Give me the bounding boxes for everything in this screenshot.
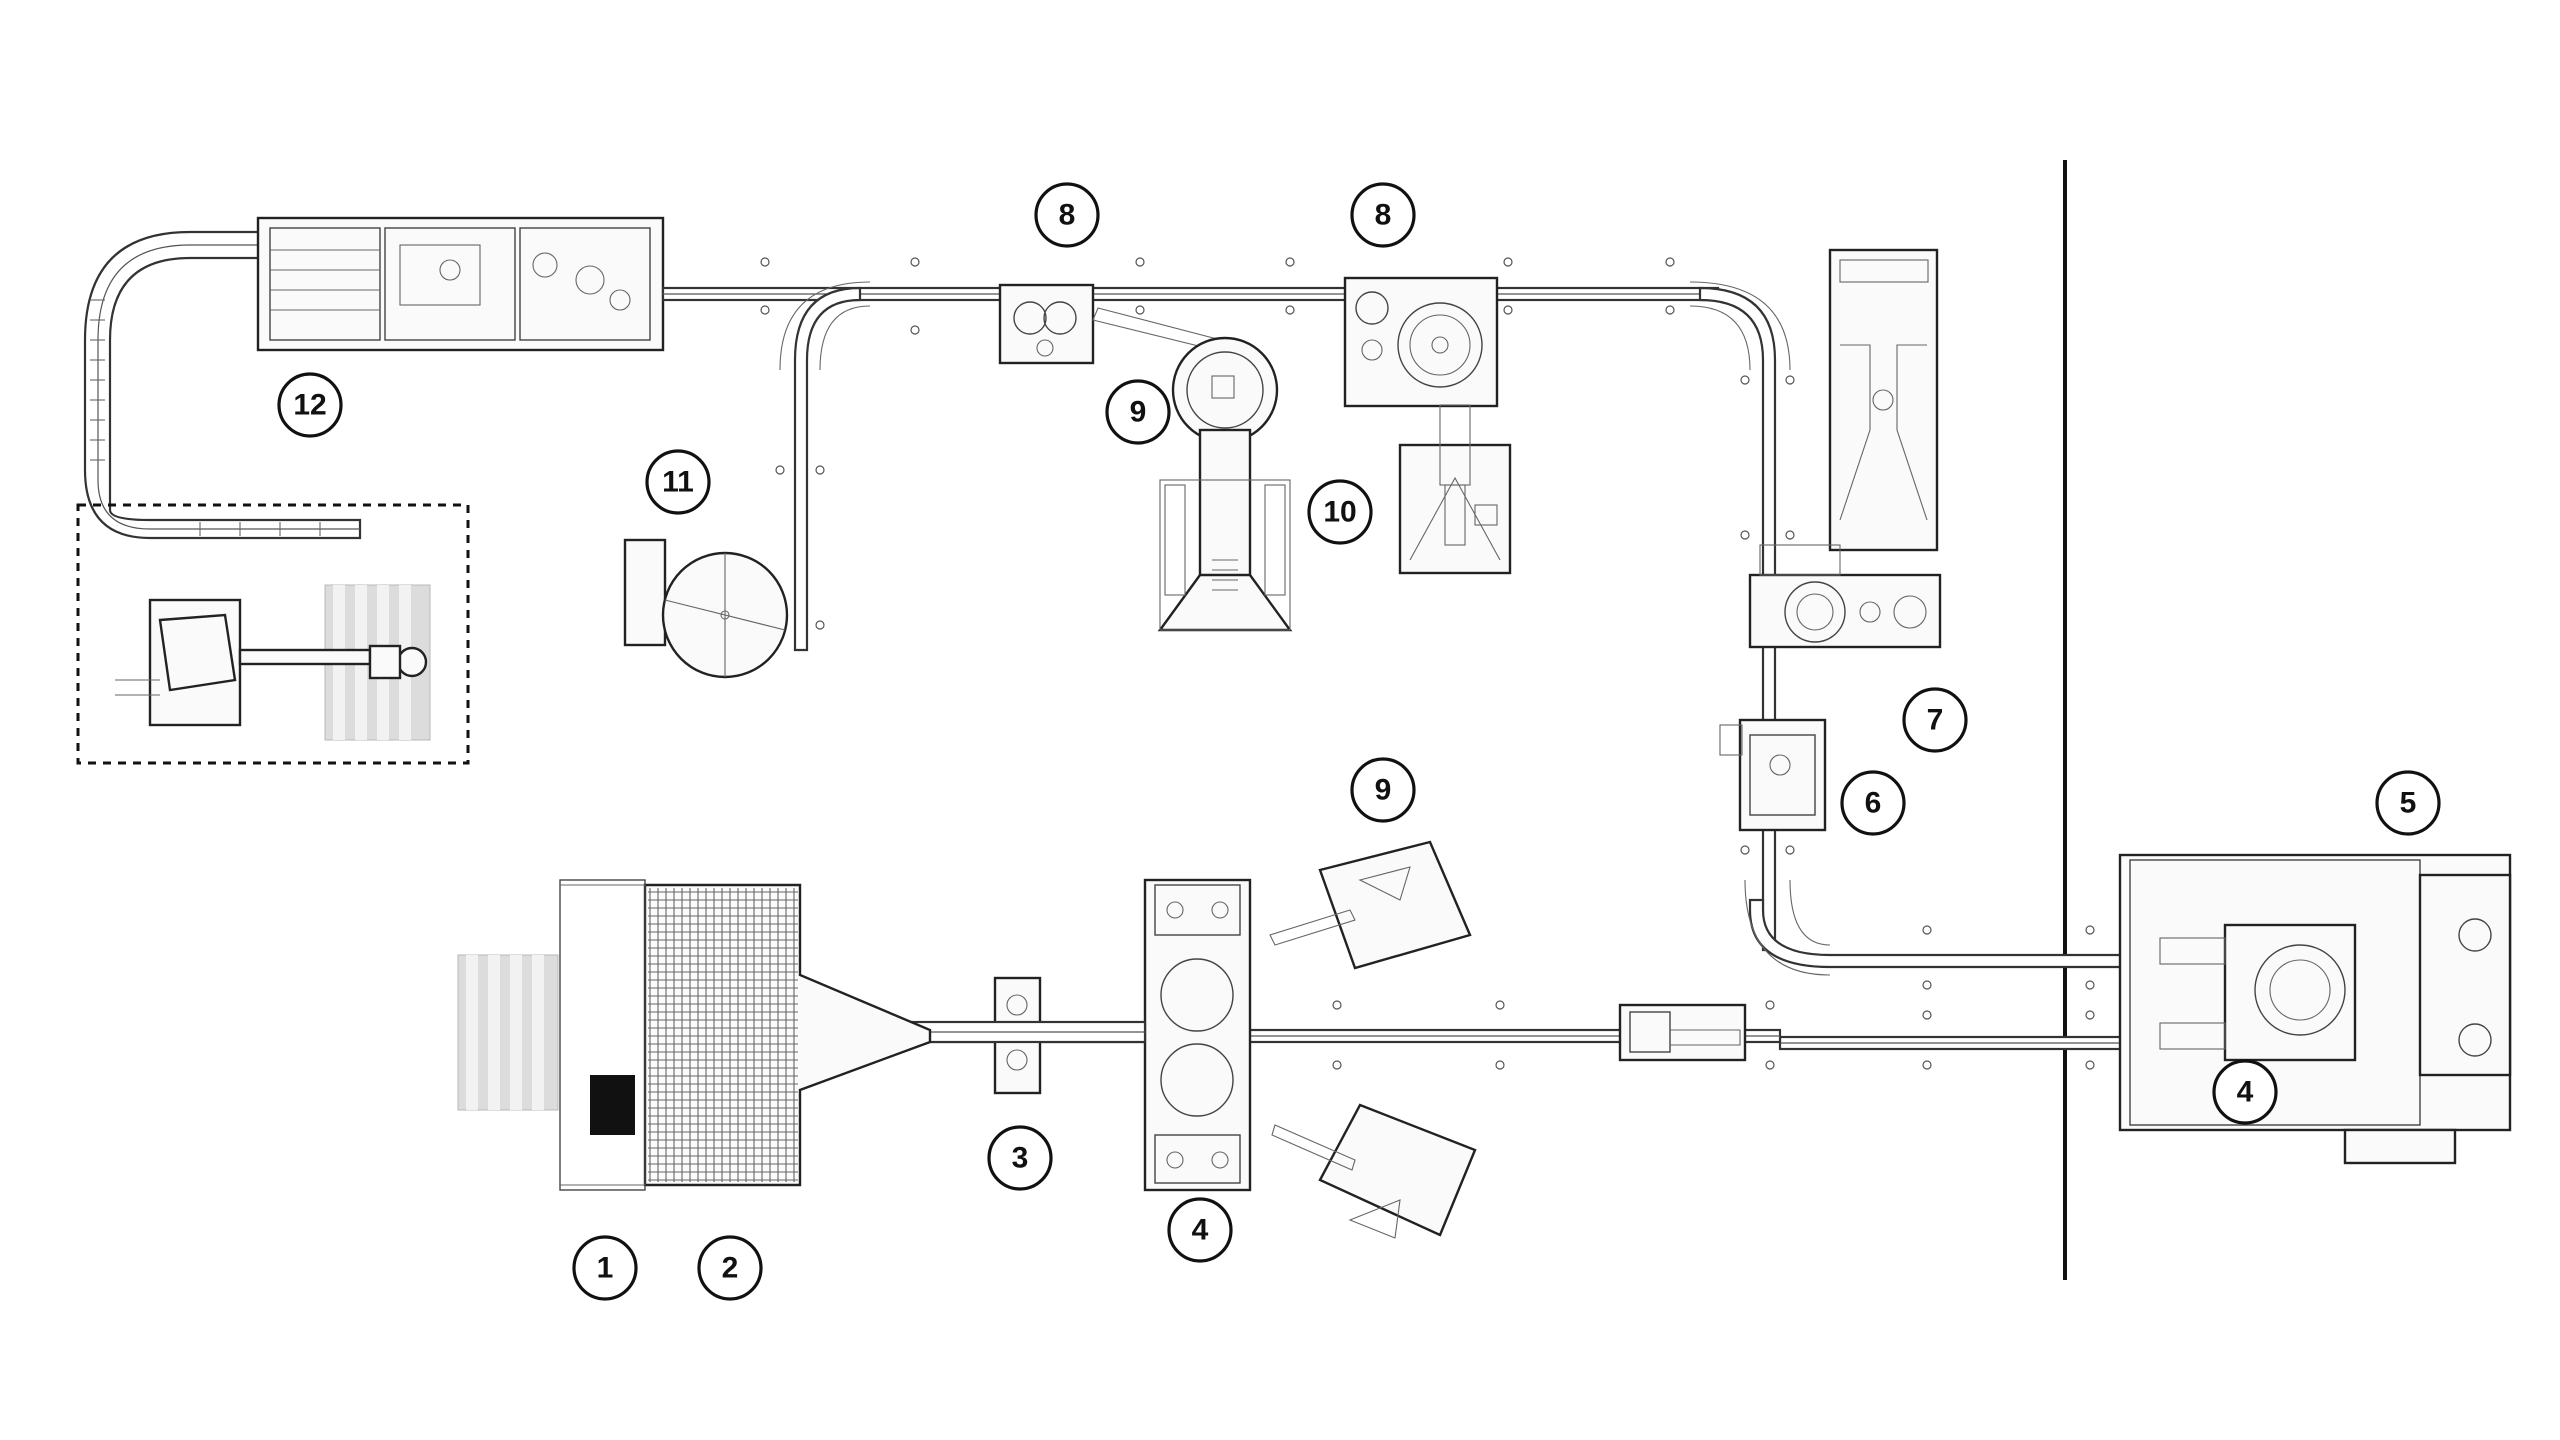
- svg-text:7: 7: [1927, 704, 1944, 737]
- station-9-robot-top: [1157, 336, 1293, 632]
- svg-text:10: 10: [1323, 496, 1356, 529]
- station-11-turntable: [623, 538, 789, 679]
- svg-text:4: 4: [1192, 1214, 1209, 1247]
- label-6: 6: [1840, 770, 1906, 836]
- station-2-accumulation-table: [643, 883, 932, 1187]
- label-9-top: 9: [1105, 379, 1171, 445]
- station-7-case-erector: [1748, 248, 1942, 649]
- palletizing-robot-area: [76, 503, 470, 765]
- label-8-left: 8: [1034, 182, 1100, 248]
- station-9-robot-lower-b: [1271, 1103, 1477, 1239]
- label-4-right: 4: [2212, 1059, 2278, 1125]
- svg-text:8: 8: [1375, 199, 1392, 232]
- station-9-robot-lower-a: [1269, 840, 1472, 970]
- svg-text:12: 12: [293, 389, 326, 422]
- label-10: 10: [1307, 479, 1373, 545]
- label-4-lower: 4: [1167, 1197, 1233, 1263]
- label-11: 11: [645, 449, 711, 515]
- station-6-case-sealer: [1719, 718, 1827, 832]
- label-5: 5: [2375, 770, 2441, 836]
- svg-text:5: 5: [2400, 787, 2417, 820]
- svg-text:11: 11: [662, 466, 694, 499]
- station-8-labeller-right: [1343, 276, 1499, 408]
- label-7: 7: [1902, 687, 1968, 753]
- svg-text:8: 8: [1059, 199, 1076, 232]
- station-10-stretch-frame: [1398, 404, 1512, 575]
- svg-text:9: 9: [1130, 396, 1147, 429]
- label-3: 3: [987, 1125, 1053, 1191]
- station-3-inspection: [878, 976, 1147, 1095]
- label-9-lower: 9: [1350, 757, 1416, 823]
- svg-text:3: 3: [1012, 1142, 1029, 1175]
- label-8-right: 8: [1350, 182, 1416, 248]
- svg-text:1: 1: [597, 1252, 614, 1285]
- label-12: 12: [277, 372, 343, 438]
- svg-text:4: 4: [2237, 1076, 2254, 1109]
- svg-text:2: 2: [722, 1252, 739, 1285]
- label-2: 2: [697, 1235, 763, 1301]
- station-12-case-packer: [83, 216, 665, 540]
- station-4-packer-lower: [1143, 878, 1252, 1192]
- station-8-labeller-left: [998, 283, 1241, 365]
- label-1: 1: [572, 1235, 638, 1301]
- station-5-filler-room: [2118, 853, 2512, 1165]
- station-1-depalletizer: [457, 879, 646, 1191]
- svg-text:9: 9: [1375, 774, 1392, 807]
- svg-text:6: 6: [1865, 787, 1882, 820]
